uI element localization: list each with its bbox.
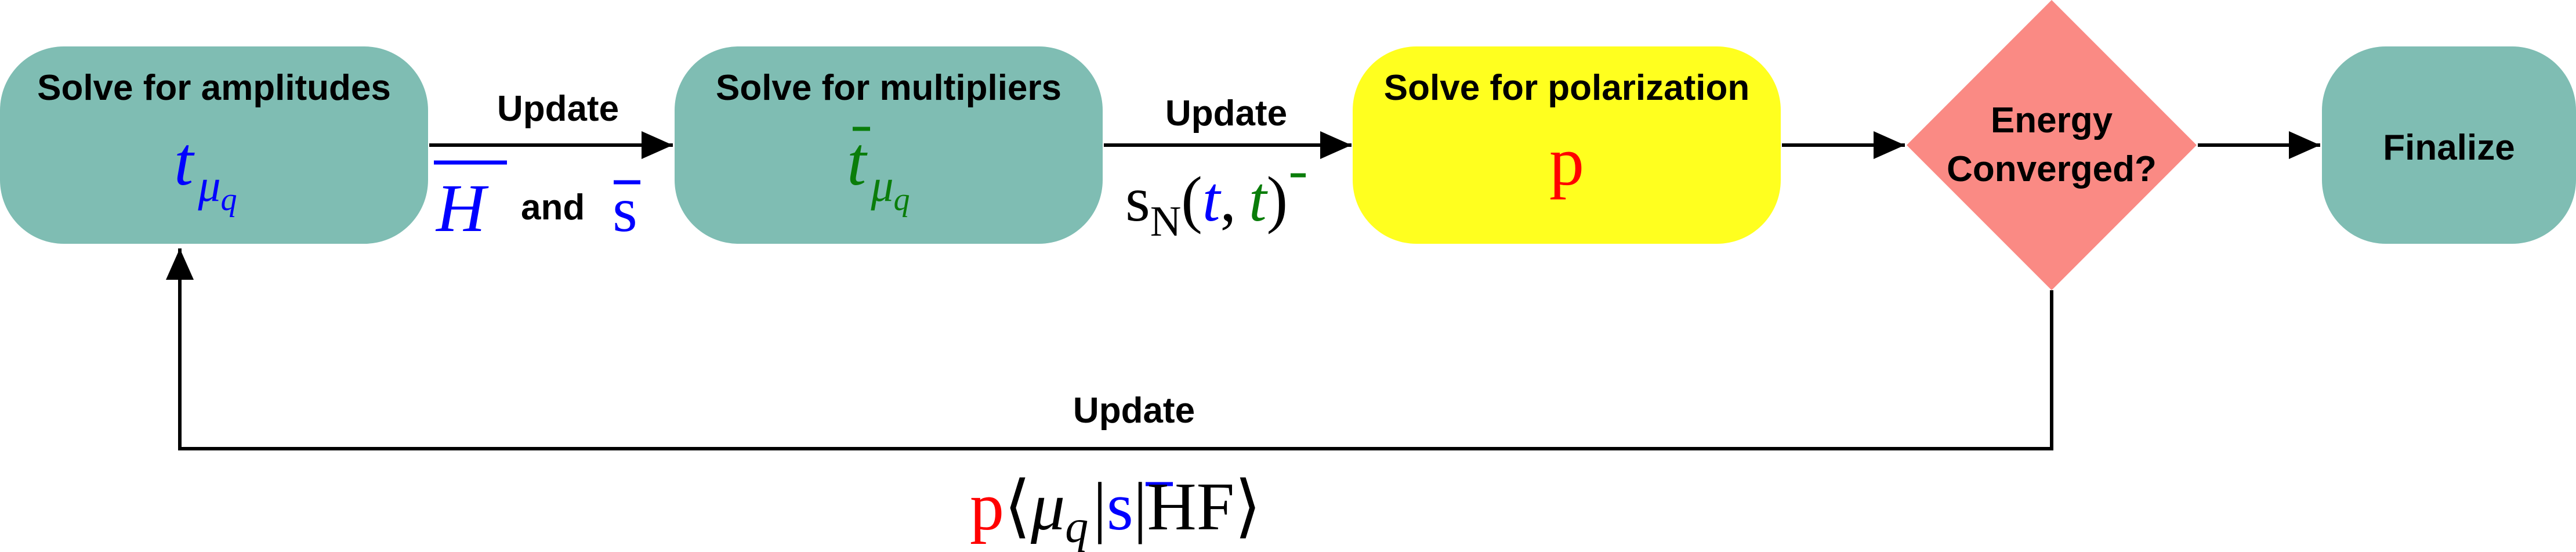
arrow-feedback <box>166 248 2053 450</box>
node-polarization-title: Solve for polarization <box>1384 68 1749 108</box>
edge-and-text: and <box>521 187 585 228</box>
node-finalize-box <box>2322 46 2576 244</box>
edge-amp-mult-label: Update <box>497 89 619 129</box>
node-finalize: Finalize <box>2322 46 2576 244</box>
edge-feedback-expression: p⟨μq|s|HF⟩ <box>970 468 1261 552</box>
edge-symbol-s: s <box>613 174 637 245</box>
node-polarization-box <box>1353 46 1781 244</box>
node-multipliers-box <box>675 46 1103 244</box>
decision-line-2: Converged? <box>1947 149 2157 189</box>
node-amplitudes-title: Solve for amplitudes <box>37 68 391 108</box>
node-multipliers-title: Solve for multipliers <box>716 68 1061 108</box>
node-energy-converged: Energy Converged? <box>1907 0 2197 290</box>
edge-amplitudes-to-multipliers: Update H and s <box>429 89 673 246</box>
edge-multipliers-to-polarization: Update sN(t,t) <box>1104 93 1352 246</box>
edge-feedback-loop: Update p⟨μq|s|HF⟩ <box>166 248 2053 552</box>
decision-line-1: Energy <box>1991 100 2113 140</box>
edge-function-sn: sN(t,t) <box>1125 164 1288 246</box>
node-amplitudes-box <box>0 46 428 244</box>
node-finalize-title: Finalize <box>2383 128 2515 168</box>
node-solve-polarization: Solve for polarization p <box>1353 46 1781 244</box>
decision-diamond <box>1907 0 2197 290</box>
edge-feedback-label: Update <box>1073 391 1195 431</box>
edge-symbol-h: H <box>435 170 489 246</box>
node-polarization-symbol: p <box>1549 122 1584 200</box>
edge-mult-pol-label: Update <box>1165 93 1287 134</box>
